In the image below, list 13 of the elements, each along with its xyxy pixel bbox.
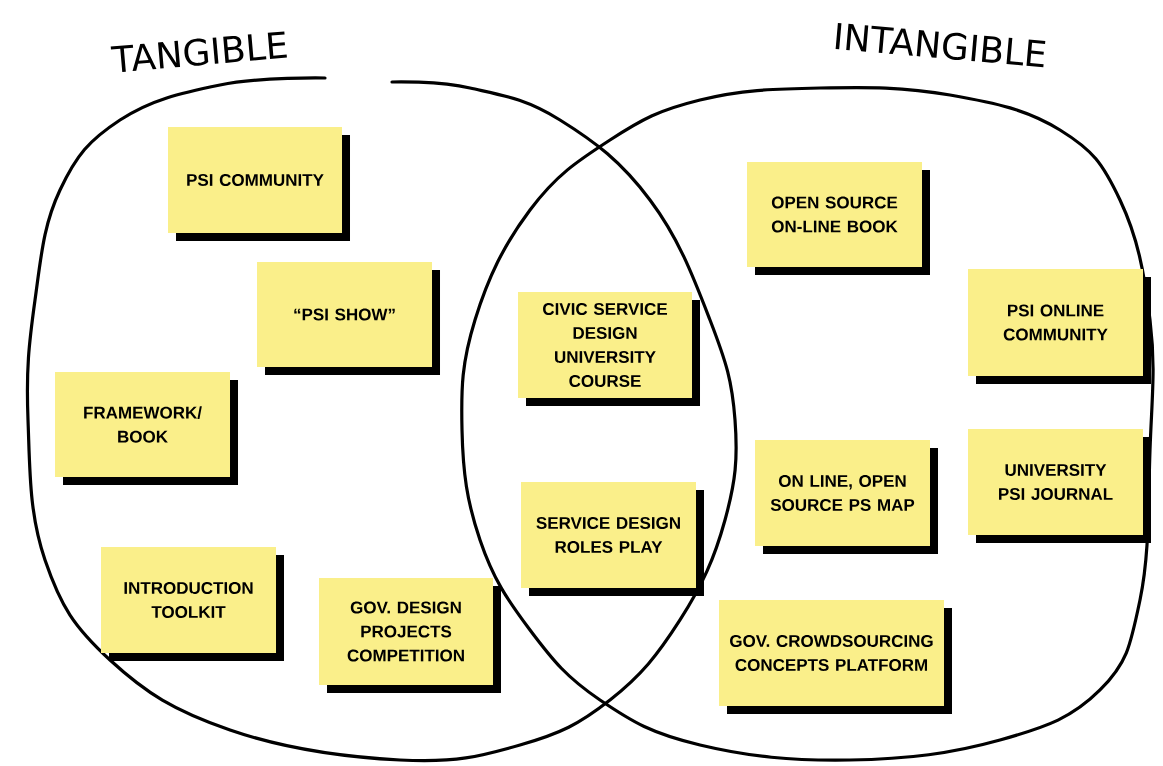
sticky-note: CIVIC SERVICE DESIGN UNIVERSITY COURSE [518,292,700,406]
sticky-note: ON LINE, OPEN SOURCE PS MAP [755,440,938,554]
sticky-note: PSI ONLINE COMMUNITY [968,269,1151,384]
sticky-note: GOV. CROWDSOURCING CONCEPTS PLATFORM [719,600,952,714]
node-label: INTANGIBLE [835,22,1046,68]
sticky-note: INTRODUCTION TOOLKIT [101,547,284,661]
sticky-note: FRAMEWORK/ BOOK [55,372,238,485]
sticky-note: “PSI SHOW” [257,262,440,375]
sticky-note: GOV. DESIGN PROJECTS COMPETITION [319,578,501,693]
sticky-note: UNIVERSITY PSI JOURNAL [968,429,1151,543]
sticky-note: OPEN SOURCE ON-LINE BOOK [747,162,930,275]
sticky-note: SERVICE DESIGN ROLES PLAY [521,482,704,596]
sticky-note: PSI COMMUNITY [168,127,350,241]
